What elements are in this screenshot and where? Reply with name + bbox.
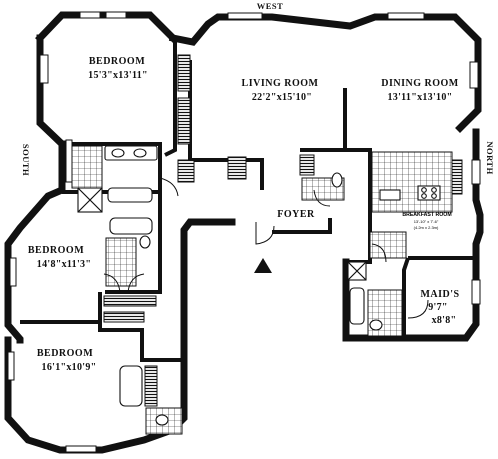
compass-south: SOUTH bbox=[21, 144, 31, 176]
room-dims-breakfast: 13'-10" x 7'-6" bbox=[414, 219, 439, 224]
room-name-foyer: FOYER bbox=[277, 209, 315, 220]
room-name-bedroom-w: BEDROOM bbox=[28, 245, 84, 256]
room-name-breakfast: BREAKFAST ROOM bbox=[402, 212, 451, 218]
room-metric-breakfast: (4.2m x 2.3m) bbox=[414, 225, 439, 230]
room-dims-dining: 13'11"x13'10" bbox=[387, 92, 452, 103]
room-dims-bedroom-nw: 15'3"x13'11" bbox=[88, 70, 148, 81]
closets bbox=[103, 54, 463, 407]
room-name-bedroom-nw: BEDROOM bbox=[89, 56, 145, 67]
compass-north: NORTH bbox=[485, 141, 495, 174]
room-dims-bedroom-sw: 16'1"x10'9" bbox=[42, 362, 97, 373]
windows bbox=[7, 11, 481, 453]
room-dims-maids-a: 9'7" bbox=[428, 302, 448, 313]
room-dims-maids-b: x8'8" bbox=[432, 315, 457, 326]
doors bbox=[103, 177, 429, 319]
room-name-bedroom-sw: BEDROOM bbox=[37, 348, 93, 359]
room-dims-bedroom-w: 14'8"x11'3" bbox=[37, 259, 91, 270]
room-name-dining: DINING ROOM bbox=[381, 78, 459, 89]
compass-west: WEST bbox=[257, 1, 284, 11]
room-name-maids: MAID'S bbox=[420, 289, 459, 300]
kitchen bbox=[347, 151, 453, 281]
bathrooms bbox=[71, 145, 403, 435]
room-name-living: LIVING ROOM bbox=[242, 78, 319, 89]
entry-arrow-icon bbox=[254, 258, 272, 273]
room-dims-living: 22'2"x15'10" bbox=[252, 92, 312, 103]
